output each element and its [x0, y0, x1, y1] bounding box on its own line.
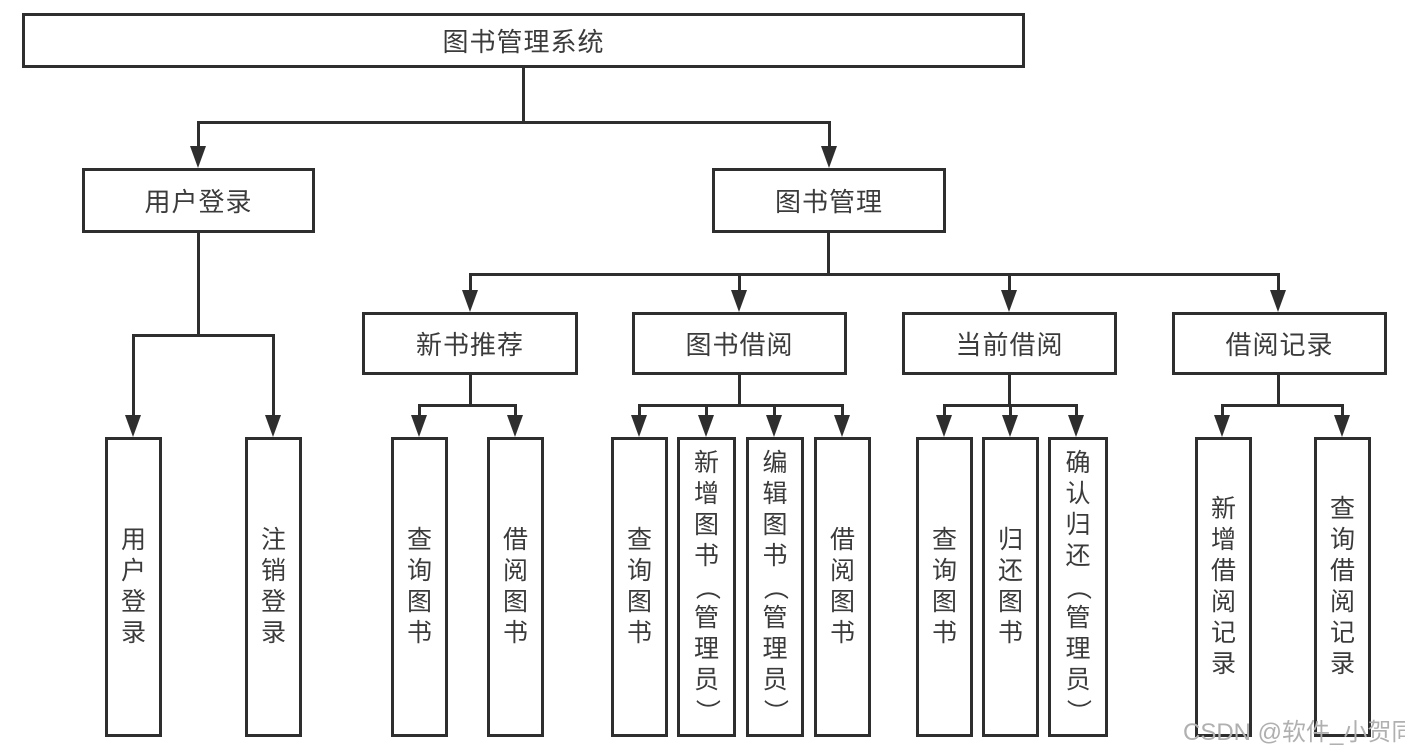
leaf-confirm-return-admin: 确认归还（管理员） [1048, 437, 1108, 737]
connector-drop [943, 404, 946, 416]
connector-user-login-stem [197, 233, 200, 337]
node-label: 图书管理系统 [442, 27, 605, 57]
connector-records-stem [1277, 375, 1280, 407]
watermark: CSDN @软件_小贺同学 [1183, 719, 1405, 746]
arrowhead [1001, 290, 1017, 312]
connector-user-login-beam [132, 334, 275, 337]
connector-drop [841, 404, 844, 416]
leaf-logout: 注销登录 [245, 437, 302, 737]
arrowhead [834, 415, 850, 437]
leaf-query-books-borrowing: 查询图书 [611, 437, 668, 737]
arrowhead [1214, 415, 1230, 437]
connector-drop [1009, 404, 1012, 416]
connector-drop [132, 334, 135, 416]
connector-drop [469, 273, 472, 291]
arrowhead [462, 290, 478, 312]
connector-drop [773, 404, 776, 416]
leaf-add-books-admin: 新增图书（管理员） [677, 437, 736, 737]
node-library-management-system: 图书管理系统 [22, 13, 1025, 68]
node-label: 借阅记录 [1225, 330, 1334, 360]
arrowhead [766, 415, 782, 437]
node-borrow-records: 借阅记录 [1172, 312, 1387, 375]
connector-drop [828, 121, 831, 147]
connector-borrowing-stem [738, 375, 741, 407]
node-label: 新书推荐 [415, 330, 524, 360]
node-book-borrowing: 图书借阅 [632, 312, 847, 375]
arrowhead [731, 290, 747, 312]
connector-drop [638, 404, 641, 416]
connector-drop [738, 273, 741, 291]
connector-drop [1075, 404, 1078, 416]
connector-root-beam [197, 121, 831, 124]
leaf-edit-books-admin: 编辑图书（管理员） [746, 437, 804, 737]
arrowhead [821, 146, 837, 168]
leaf-add-borrow-record: 新增借阅记录 [1195, 437, 1252, 737]
connector-book-management-stem [827, 233, 830, 276]
connector-drop [272, 334, 275, 416]
connector-drop [197, 121, 200, 147]
leaf-user-login: 用户登录 [105, 437, 162, 737]
connector-root-stem [522, 68, 525, 123]
connector-drop [1277, 273, 1280, 291]
connector-new-book-stem [469, 375, 472, 407]
leaf-query-borrow-record: 查询借阅记录 [1314, 437, 1371, 737]
arrowhead [1068, 415, 1084, 437]
node-label: 用户登录 [144, 187, 253, 217]
leaf-query-books-recommend: 查询图书 [391, 437, 448, 737]
connector-records-beam [1221, 404, 1343, 407]
leaf-return-books: 归还图书 [982, 437, 1039, 737]
arrowhead [698, 415, 714, 437]
connector-drop [705, 404, 708, 416]
node-label: 图书借阅 [685, 330, 794, 360]
leaf-borrow-books-recommend: 借阅图书 [487, 437, 544, 737]
arrowhead [125, 415, 141, 437]
leaf-query-books-current: 查询图书 [916, 437, 973, 737]
arrowhead [631, 415, 647, 437]
arrowhead [411, 415, 427, 437]
connector-book-management-beam [469, 273, 1280, 276]
node-book-management: 图书管理 [712, 168, 946, 233]
node-new-book-recommend: 新书推荐 [362, 312, 578, 375]
arrowhead [1002, 415, 1018, 437]
leaf-borrow-books-borrowing: 借阅图书 [814, 437, 871, 737]
arrowhead [190, 146, 206, 168]
node-user-login: 用户登录 [82, 168, 315, 233]
connector-drop [1008, 273, 1011, 291]
connector-current-stem [1008, 375, 1011, 407]
connector-drop [418, 404, 421, 416]
node-current-borrowing: 当前借阅 [902, 312, 1117, 375]
arrowhead [265, 415, 281, 437]
connector-drop [514, 404, 517, 416]
arrowhead [1334, 415, 1350, 437]
connector-drop [1221, 404, 1224, 416]
arrowhead [1270, 290, 1286, 312]
connector-borrowing-beam [638, 404, 844, 407]
connector-new-book-beam [418, 404, 517, 407]
connector-drop [1341, 404, 1344, 416]
arrowhead [936, 415, 952, 437]
arrowhead [507, 415, 523, 437]
node-label: 当前借阅 [955, 330, 1064, 360]
node-label: 图书管理 [774, 187, 883, 217]
